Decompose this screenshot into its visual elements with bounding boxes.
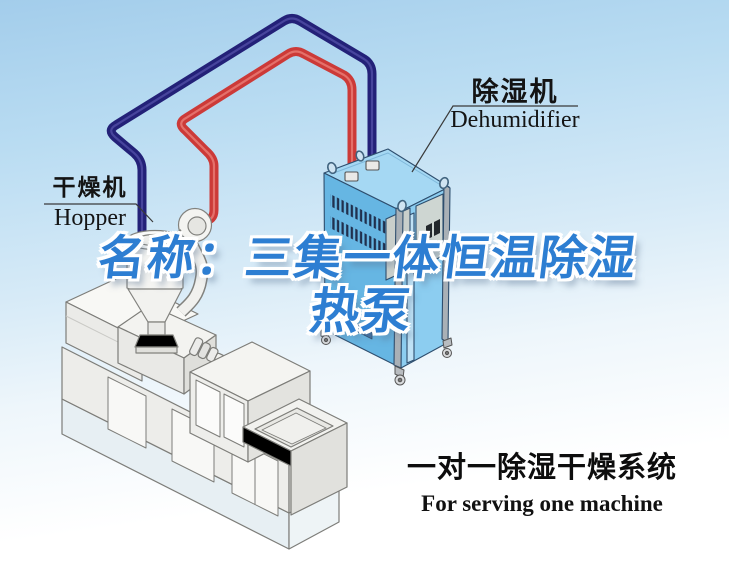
dehumidifier-unit [320, 148, 453, 386]
pipe-flange [344, 160, 380, 182]
product-title-watermark: 名称：三集一体恒温除湿 热泵 [0, 231, 729, 340]
dehumidifier-label-en: Dehumidifier [450, 107, 580, 133]
molding-machine [61, 275, 348, 550]
caption-zh: 一对一除湿干燥系统 [406, 452, 677, 484]
watermark-line1: 名称：三集一体恒温除湿 [95, 231, 641, 284]
leader-lines [44, 105, 578, 223]
dryer-label-en: Hopper [54, 205, 126, 231]
dryer-label-zh: 干燥机 [52, 175, 128, 200]
dry-air-pipe-red [176, 47, 357, 226]
return-air-pipe-navy [106, 14, 377, 285]
dehumidifier-label-zh: 除湿机 [471, 77, 559, 107]
watermark-line2: 热泵 [306, 284, 416, 339]
casters [320, 327, 453, 386]
leader-line-dehumidifier [411, 105, 578, 173]
hopper-dryer [118, 207, 213, 354]
leader-line-dryer [44, 203, 154, 223]
caption-en: For serving one machine [421, 491, 663, 516]
